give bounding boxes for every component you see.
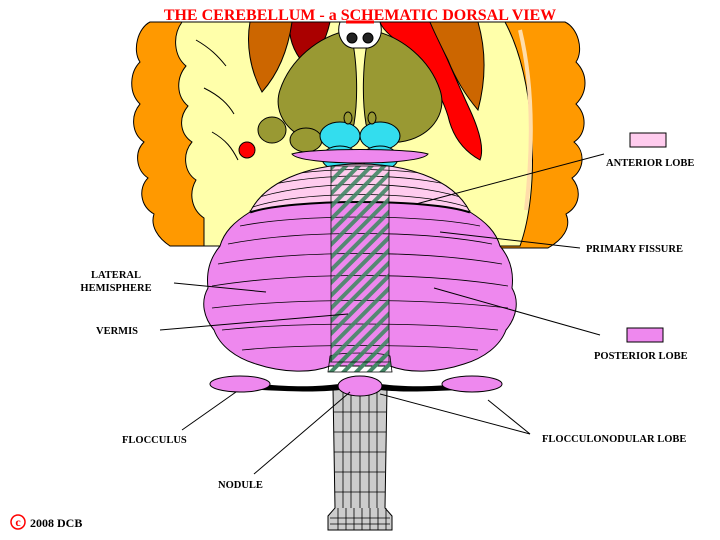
label-vermis: VERMIS [96, 326, 138, 337]
left-caudate [248, 21, 293, 93]
right-flocculus [441, 375, 503, 393]
left-pulvinar [257, 116, 287, 144]
left-geniculate [289, 127, 323, 153]
page-title: THE CEREBELLUM - a SCHEMATIC DORSAL VIEW [164, 7, 556, 24]
label-hemisphere: HEMISPHERE [80, 283, 151, 294]
label-posterior-lobe: POSTERIOR LOBE [594, 351, 688, 362]
copyright-text: 2008 DCB [30, 516, 82, 530]
left-flocculus [209, 375, 271, 393]
label-primary-fissure: PRIMARY FISSURE [586, 244, 683, 255]
anterior-lobe-swatch [629, 132, 667, 148]
label-nodule: NODULE [218, 480, 263, 491]
copyright-icon [10, 514, 26, 530]
posterior-lobe-swatch [626, 327, 664, 343]
pineal-area [338, 21, 382, 49]
label-anterior-lobe: ANTERIOR LOBE [606, 158, 694, 169]
left-red-circle [238, 141, 256, 159]
thalamus [257, 20, 443, 153]
label-flocculus: FLOCCULUS [122, 435, 187, 446]
leader-lines [159, 153, 605, 475]
right-thalamus [362, 29, 443, 143]
copyright-symbol: c [15, 515, 21, 529]
copyright: c 2008 DCB [10, 514, 82, 530]
right-caudate [429, 21, 485, 112]
brainstem [327, 387, 393, 531]
nodule-shape [337, 375, 383, 397]
label-lateral: LATERAL [91, 270, 141, 281]
flocculonodular-lobe [209, 375, 503, 397]
label-flocculonodular-lobe: FLOCCULONODULAR LOBE [542, 434, 686, 445]
vermis-strip [330, 165, 390, 363]
